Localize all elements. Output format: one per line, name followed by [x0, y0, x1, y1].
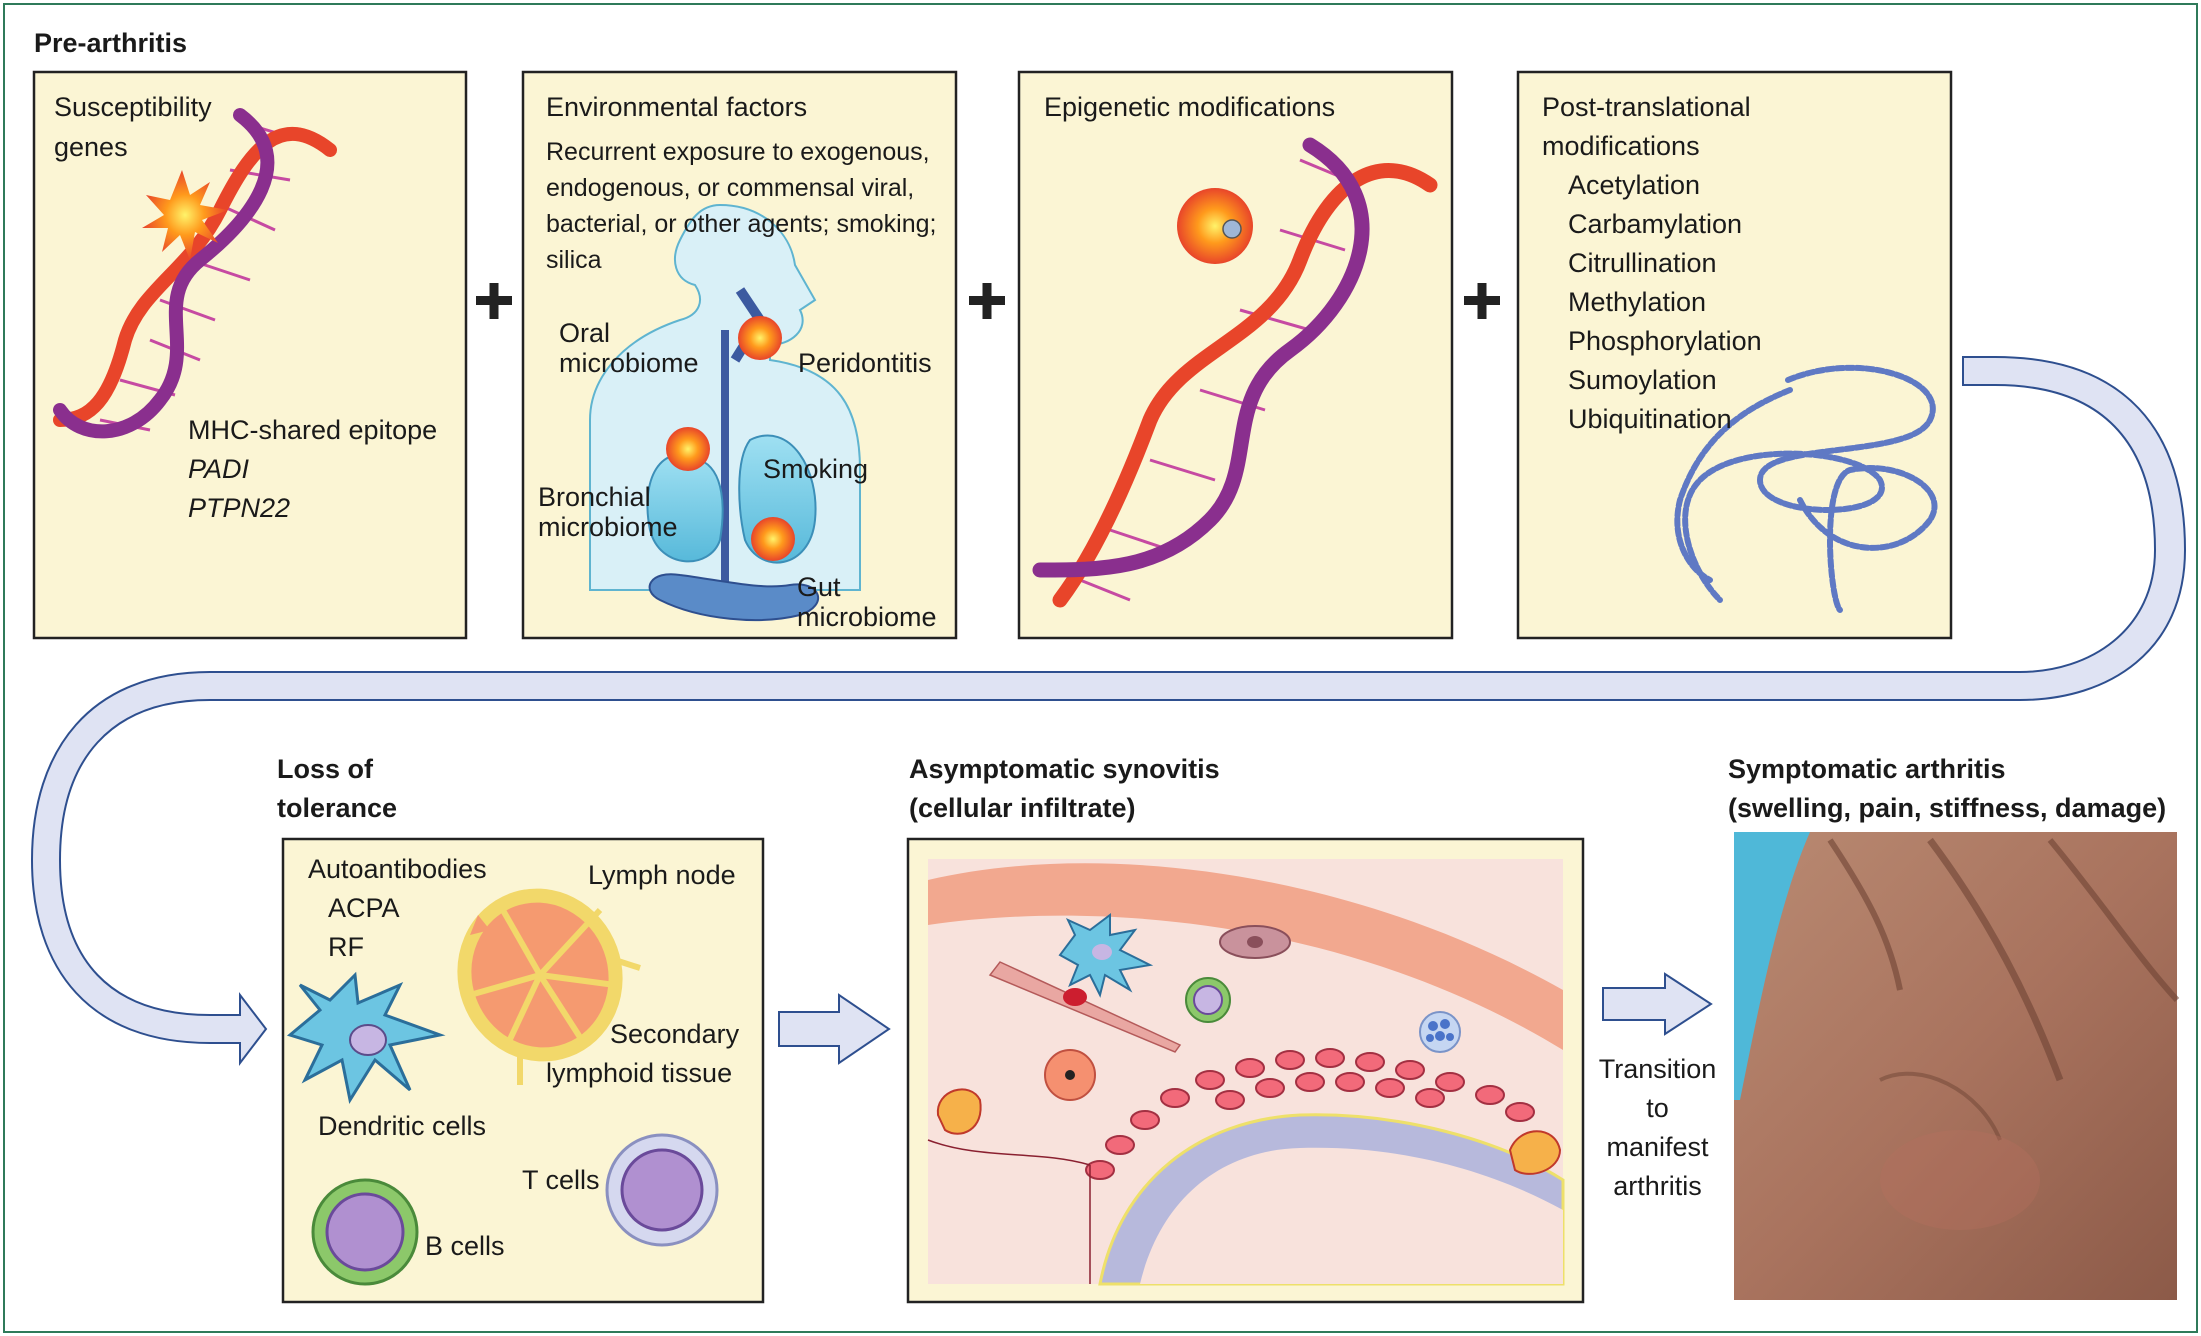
environment-title: Environmental factors	[546, 92, 808, 122]
dna-helix-icon	[1032, 137, 1438, 608]
dendritic-cell-icon	[286, 971, 446, 1104]
synovitis-heading: Asymptomatic synovitis	[909, 754, 1220, 784]
autoantibodies-label: Autoantibodies	[308, 854, 487, 884]
connector-arrow	[30, 356, 2187, 1066]
environment-description: Recurrent exposure to exogenous,	[546, 138, 930, 166]
environment-description: silica	[546, 246, 602, 274]
human-respiratory-icon	[589, 203, 861, 621]
modification-item: Methylation	[1568, 287, 1707, 317]
gut-microbiome-label: microbiome	[797, 602, 937, 632]
plus-sign	[476, 283, 512, 319]
post-translational-title: Post-translational	[1542, 92, 1751, 122]
symptomatic-heading: Symptomatic arthritis	[1728, 754, 2006, 784]
swollen-hand-photo	[1734, 832, 2180, 1300]
transition-label: manifest	[1606, 1132, 1709, 1162]
lymph-node-label: Lymph node	[588, 860, 736, 890]
b-cells-label: B cells	[425, 1231, 505, 1261]
starburst-icon	[666, 316, 795, 561]
acpa-label: ACPA	[328, 893, 400, 923]
loss-of-tolerance-heading: Loss of	[277, 754, 374, 784]
environment-description: endogenous, or commensal viral,	[546, 174, 915, 202]
gene-item: MHC-shared epitope	[188, 415, 438, 445]
gene-item: PTPN22	[188, 493, 291, 523]
modification-item: Carbamylation	[1568, 209, 1743, 239]
oral-microbiome-label: Oral	[559, 318, 611, 348]
starburst-icon	[142, 170, 228, 260]
dendritic-cells-label: Dendritic cells	[318, 1111, 487, 1141]
loss-of-tolerance-heading: tolerance	[277, 793, 398, 823]
bronchial-microbiome-label: Bronchial	[538, 482, 651, 512]
gut-microbiome-label: Gut	[797, 572, 841, 602]
protein-strand-icon	[1674, 364, 1938, 613]
pre-arthritis-heading: Pre-arthritis	[34, 28, 188, 58]
synovitis-heading: (cellular infiltrate)	[909, 793, 1136, 823]
transition-label: to	[1646, 1093, 1669, 1123]
synovium-illustration	[927, 859, 1565, 1286]
modification-item: Citrullination	[1568, 248, 1717, 278]
secondary-lymphoid-label: Secondary	[610, 1019, 740, 1049]
modification-item: Ubiquitination	[1568, 404, 1732, 434]
transition-label: Transition	[1598, 1054, 1717, 1084]
gene-item: PADI	[188, 454, 250, 484]
plus-sign	[969, 283, 1005, 319]
flow-arrow	[1602, 972, 1713, 1036]
flow-arrow	[778, 993, 891, 1065]
t-cells-label: T cells	[522, 1165, 600, 1195]
genes-title: genes	[54, 132, 128, 162]
dna-helix-icon	[53, 108, 337, 439]
outer-frame	[3, 3, 2198, 1333]
transition-label: arthritis	[1613, 1171, 1702, 1201]
b-cell-icon	[311, 1178, 419, 1286]
post-translational-panel	[1516, 70, 1953, 640]
modification-item: Sumoylation	[1568, 365, 1717, 395]
environment-description: bacterial, or other agents; smoking;	[546, 210, 937, 238]
smoking-label: Smoking	[763, 454, 869, 484]
genes-title: Susceptibility	[54, 92, 212, 122]
peridontitis-label: Peridontitis	[798, 348, 932, 378]
t-cell-icon	[605, 1133, 719, 1247]
secondary-lymphoid-label: lymphoid tissue	[546, 1058, 733, 1088]
epigenetic-title: Epigenetic modifications	[1044, 92, 1336, 122]
post-translational-title: modifications	[1542, 131, 1700, 161]
bronchial-microbiome-label: microbiome	[538, 512, 678, 542]
starburst-icon	[1177, 188, 1253, 264]
plus-sign	[1464, 283, 1500, 319]
modification-item: Acetylation	[1568, 170, 1701, 200]
oral-microbiome-label: microbiome	[559, 348, 699, 378]
symptomatic-heading: (swelling, pain, stiffness, damage)	[1728, 793, 2167, 823]
modification-item: Phosphorylation	[1568, 326, 1762, 356]
lymph-node-icon	[457, 888, 641, 1085]
rf-label: RF	[328, 932, 364, 962]
